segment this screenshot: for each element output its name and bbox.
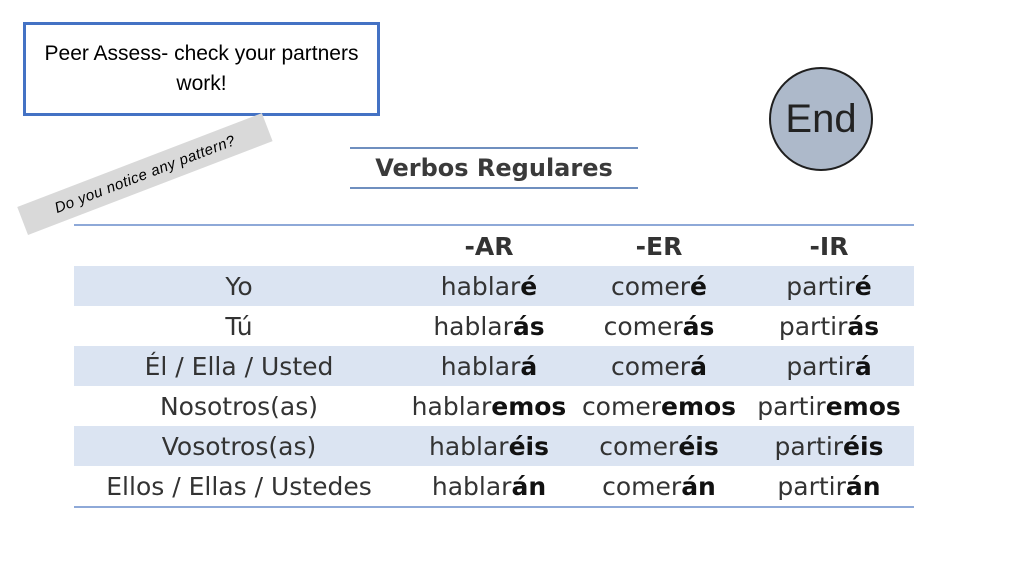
table-title-text: Verbos Regulares: [375, 154, 613, 182]
pronoun-cell: Nosotros(as): [159, 391, 319, 421]
ar-cell: hablaréis: [404, 426, 574, 466]
er-cell: comeréis: [574, 426, 744, 466]
ir-cell: partiré: [744, 266, 914, 306]
ar-cell: hablarás: [433, 311, 545, 341]
er-cell: comerá: [574, 346, 744, 386]
pronoun-cell: Tú: [225, 311, 253, 341]
header-er: -ER: [635, 231, 683, 261]
table-title: Verbos Regulares: [350, 147, 638, 189]
ar-cell: hablaremos: [411, 391, 567, 421]
header-ar: -AR: [464, 231, 514, 261]
end-button[interactable]: End: [769, 67, 873, 171]
peer-assess-note: Peer Assess- check your partners work!: [23, 22, 380, 116]
ar-cell: hablará: [404, 346, 574, 386]
er-cell: comerán: [602, 471, 716, 501]
pronoun-cell: Él / Ella / Usted: [74, 346, 404, 386]
table-row: Él / Ella / Usted hablará comerá partirá: [74, 346, 914, 386]
ir-cell: partirás: [778, 311, 880, 341]
ar-cell: hablarán: [431, 471, 547, 501]
conjugation-table: -AR -ER -IR Yo hablaré comeré partiré Tú…: [74, 224, 914, 508]
er-cell: comeremos: [581, 391, 737, 421]
header-pronoun: [74, 225, 404, 266]
pronoun-cell: Ellos / Ellas / Ustedes: [106, 471, 372, 501]
ir-cell: partiréis: [744, 426, 914, 466]
ar-cell: hablaré: [404, 266, 574, 306]
table-row: Nosotros(as) hablaremos comeremos partir…: [74, 386, 914, 426]
end-label: End: [785, 96, 857, 141]
pronoun-cell: Yo: [74, 266, 404, 306]
ir-cell: partiremos: [757, 391, 901, 421]
pattern-prompt-banner: Do you notice any pattern?: [17, 113, 273, 235]
pattern-prompt-text: Do you notice any pattern?: [52, 131, 238, 217]
table-row: Yo hablaré comeré partiré: [74, 266, 914, 306]
header-ir: -IR: [809, 231, 849, 261]
pronoun-cell: Vosotros(as): [74, 426, 404, 466]
er-cell: comeré: [574, 266, 744, 306]
er-cell: comerás: [603, 311, 715, 341]
ir-cell: partirán: [777, 471, 881, 501]
peer-assess-text: Peer Assess- check your partners work!: [44, 42, 359, 95]
table-row: Ellos / Ellas / Ustedes hablarán comerán…: [74, 466, 914, 507]
ir-cell: partirá: [744, 346, 914, 386]
table-row: Vosotros(as) hablaréis comeréis partiréi…: [74, 426, 914, 466]
table-header-row: -AR -ER -IR: [74, 225, 914, 266]
table-row: Tú hablarás comerás partirás: [74, 306, 914, 346]
